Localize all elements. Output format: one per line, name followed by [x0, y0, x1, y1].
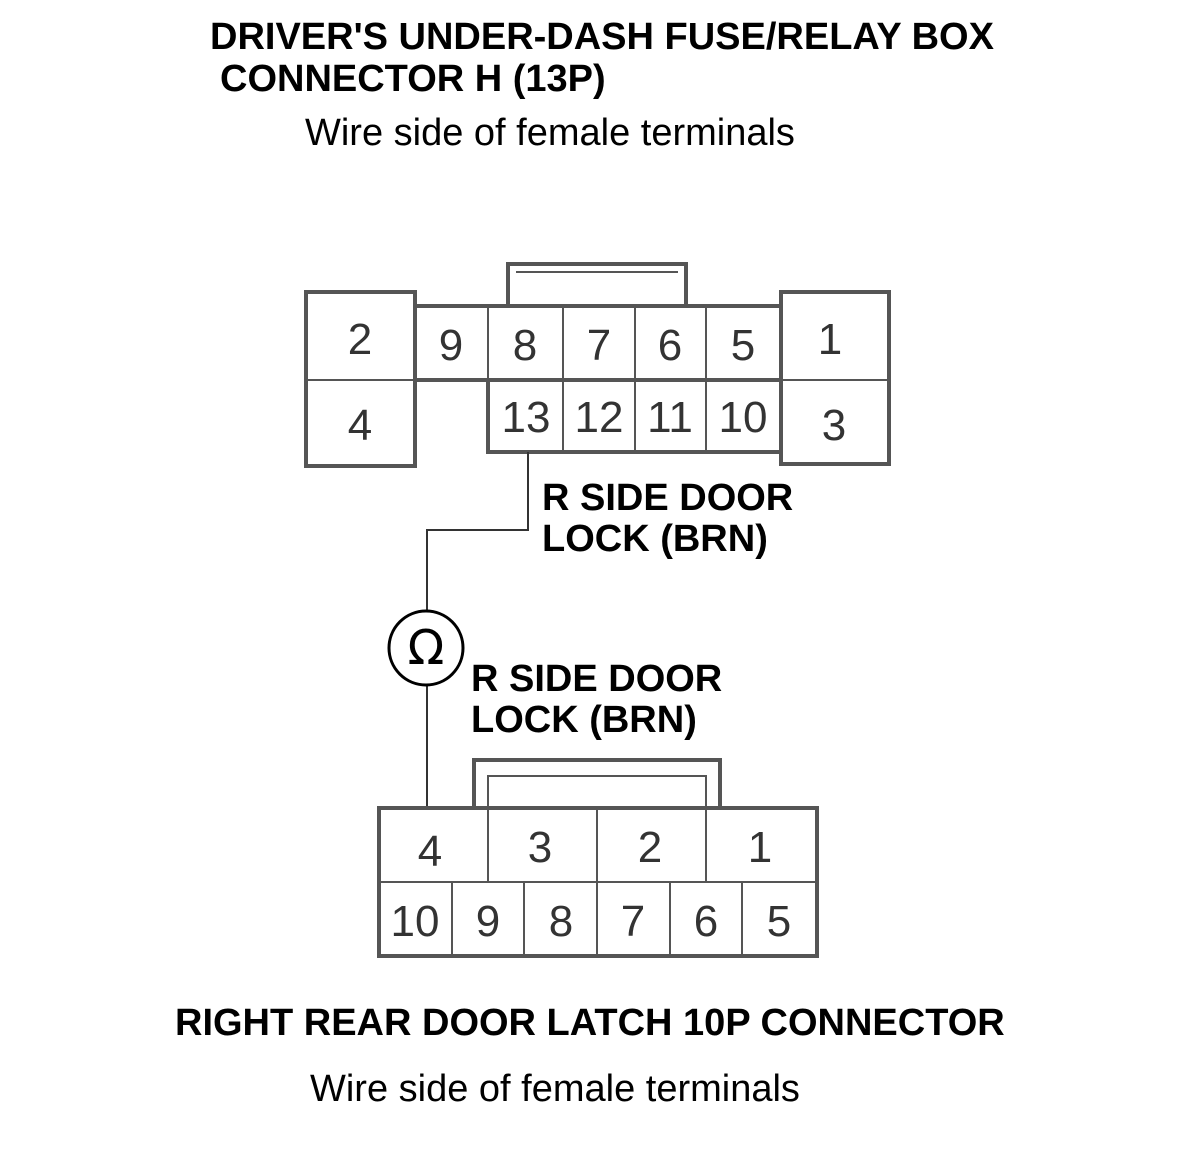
- lower-wire-label-line1: R SIDE DOOR: [471, 658, 722, 700]
- bottom-connector-lock-tab: [472, 758, 722, 808]
- bottom-pin-8: 8: [549, 897, 573, 946]
- top-pin-10: 10: [719, 393, 768, 442]
- top-pin-9: 9: [439, 321, 463, 370]
- top-pin-4: 4: [348, 401, 372, 450]
- bottom-pin-9: 9: [476, 897, 500, 946]
- top-pin-11: 11: [647, 393, 693, 442]
- bottom-connector: 4 3 2 1 10 9 8 7 6 5: [377, 758, 819, 958]
- top-connector-title-line1: DRIVER'S UNDER-DASH FUSE/RELAY BOX: [210, 16, 994, 58]
- wire-upper: [426, 452, 529, 616]
- top-connector-right-block: [779, 290, 891, 466]
- top-pin-3: 3: [822, 401, 846, 450]
- bottom-pin-7: 7: [621, 897, 645, 946]
- top-pin-2: 2: [348, 315, 372, 364]
- bottom-pin-3: 3: [528, 823, 552, 872]
- top-connector-title-line2: CONNECTOR H (13P): [220, 58, 606, 100]
- top-pin-8: 8: [513, 321, 537, 370]
- top-connector-lock-tab: [506, 262, 688, 304]
- ohmmeter-icon: Ω: [387, 609, 465, 687]
- top-connector: 2 4 9 8 7 6 5 1 13 12 11 10 3: [304, 262, 891, 468]
- bottom-pin-4: 4: [418, 827, 442, 876]
- bottom-pin-10: 10: [391, 897, 440, 946]
- top-pin-13: 13: [502, 393, 551, 442]
- bottom-pin-5: 5: [767, 897, 791, 946]
- top-pin-1: 1: [818, 315, 842, 364]
- bottom-pin-2: 2: [638, 823, 662, 872]
- bottom-connector-subtitle: Wire side of female terminals: [310, 1068, 800, 1110]
- lower-wire-label-line2: LOCK (BRN): [471, 699, 697, 741]
- upper-wire-label-line1: R SIDE DOOR: [542, 477, 793, 519]
- bottom-pin-1: 1: [748, 823, 772, 872]
- bottom-connector-title: RIGHT REAR DOOR LATCH 10P CONNECTOR: [175, 1002, 1005, 1044]
- top-pin-7: 7: [587, 321, 611, 370]
- top-pin-6: 6: [658, 321, 682, 370]
- bottom-pin-6: 6: [694, 897, 718, 946]
- upper-wire-label-line2: LOCK (BRN): [542, 518, 768, 560]
- top-pin-5: 5: [731, 321, 755, 370]
- top-pin-12: 12: [575, 393, 624, 442]
- ohm-symbol: Ω: [408, 620, 445, 676]
- top-connector-subtitle: Wire side of female terminals: [305, 112, 795, 154]
